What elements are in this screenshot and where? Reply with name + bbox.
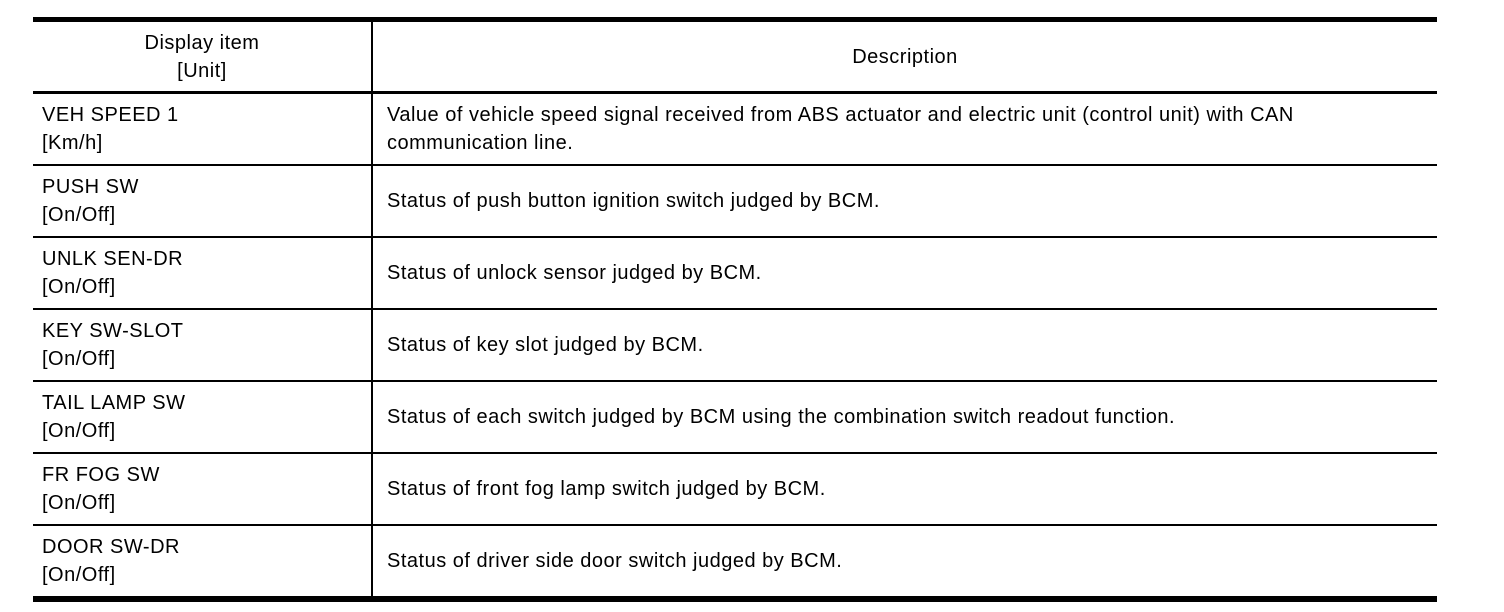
display-item-cell: FR FOG SW [On/Off]: [33, 453, 373, 526]
description-cell: Status of driver side door switch judged…: [372, 525, 1437, 600]
table-row: VEH SPEED 1 [Km/h] Value of vehicle spee…: [33, 92, 1437, 166]
display-item-cell: PUSH SW [On/Off]: [33, 165, 373, 238]
table-row: FR FOG SW [On/Off] Status of front fog l…: [33, 453, 1437, 526]
item-name: DOOR SW-DR: [42, 536, 180, 558]
display-item-cell: DOOR SW-DR [On/Off]: [33, 525, 373, 600]
table-row: DOOR SW-DR [On/Off] Status of driver sid…: [33, 525, 1437, 600]
description-cell: Status of each switch judged by BCM usin…: [372, 381, 1437, 454]
item-name: FR FOG SW: [42, 464, 160, 486]
display-item-table: Display item [Unit] Description VEH SPEE…: [33, 17, 1437, 602]
unit-header-label: [Unit]: [177, 59, 227, 82]
table-header-row: Display item [Unit] Description: [33, 19, 1437, 94]
item-unit: [On/Off]: [42, 348, 116, 370]
item-unit: [Km/h]: [42, 132, 103, 154]
description-header: Description: [372, 19, 1437, 94]
description-cell: Status of front fog lamp switch judged b…: [372, 453, 1437, 526]
description-cell: Status of push button ignition switch ju…: [372, 165, 1437, 238]
display-item-cell: KEY SW-SLOT [On/Off]: [33, 309, 373, 382]
table-row: TAIL LAMP SW [On/Off] Status of each swi…: [33, 381, 1437, 454]
table-row: UNLK SEN-DR [On/Off] Status of unlock se…: [33, 237, 1437, 310]
table-row: KEY SW-SLOT [On/Off] Status of key slot …: [33, 309, 1437, 382]
item-name: KEY SW-SLOT: [42, 320, 184, 342]
item-name: TAIL LAMP SW: [42, 392, 186, 414]
item-name: PUSH SW: [42, 176, 139, 198]
display-item-header: Display item [Unit]: [33, 19, 373, 94]
item-unit: [On/Off]: [42, 276, 116, 298]
description-header-label: Description: [852, 45, 958, 68]
item-name: VEH SPEED 1: [42, 104, 179, 126]
item-unit: [On/Off]: [42, 420, 116, 442]
display-item-cell: TAIL LAMP SW [On/Off]: [33, 381, 373, 454]
item-unit: [On/Off]: [42, 564, 116, 586]
display-item-header-label: Display item: [144, 31, 260, 54]
item-name: UNLK SEN-DR: [42, 248, 184, 270]
item-unit: [On/Off]: [42, 204, 116, 226]
description-cell: Status of unlock sensor judged by BCM.: [372, 237, 1437, 310]
description-cell: Value of vehicle speed signal received f…: [372, 92, 1437, 166]
display-item-cell: UNLK SEN-DR [On/Off]: [33, 237, 373, 310]
display-item-cell: VEH SPEED 1 [Km/h]: [33, 92, 373, 166]
description-cell: Status of key slot judged by BCM.: [372, 309, 1437, 382]
table-row: PUSH SW [On/Off] Status of push button i…: [33, 165, 1437, 238]
item-unit: [On/Off]: [42, 492, 116, 514]
